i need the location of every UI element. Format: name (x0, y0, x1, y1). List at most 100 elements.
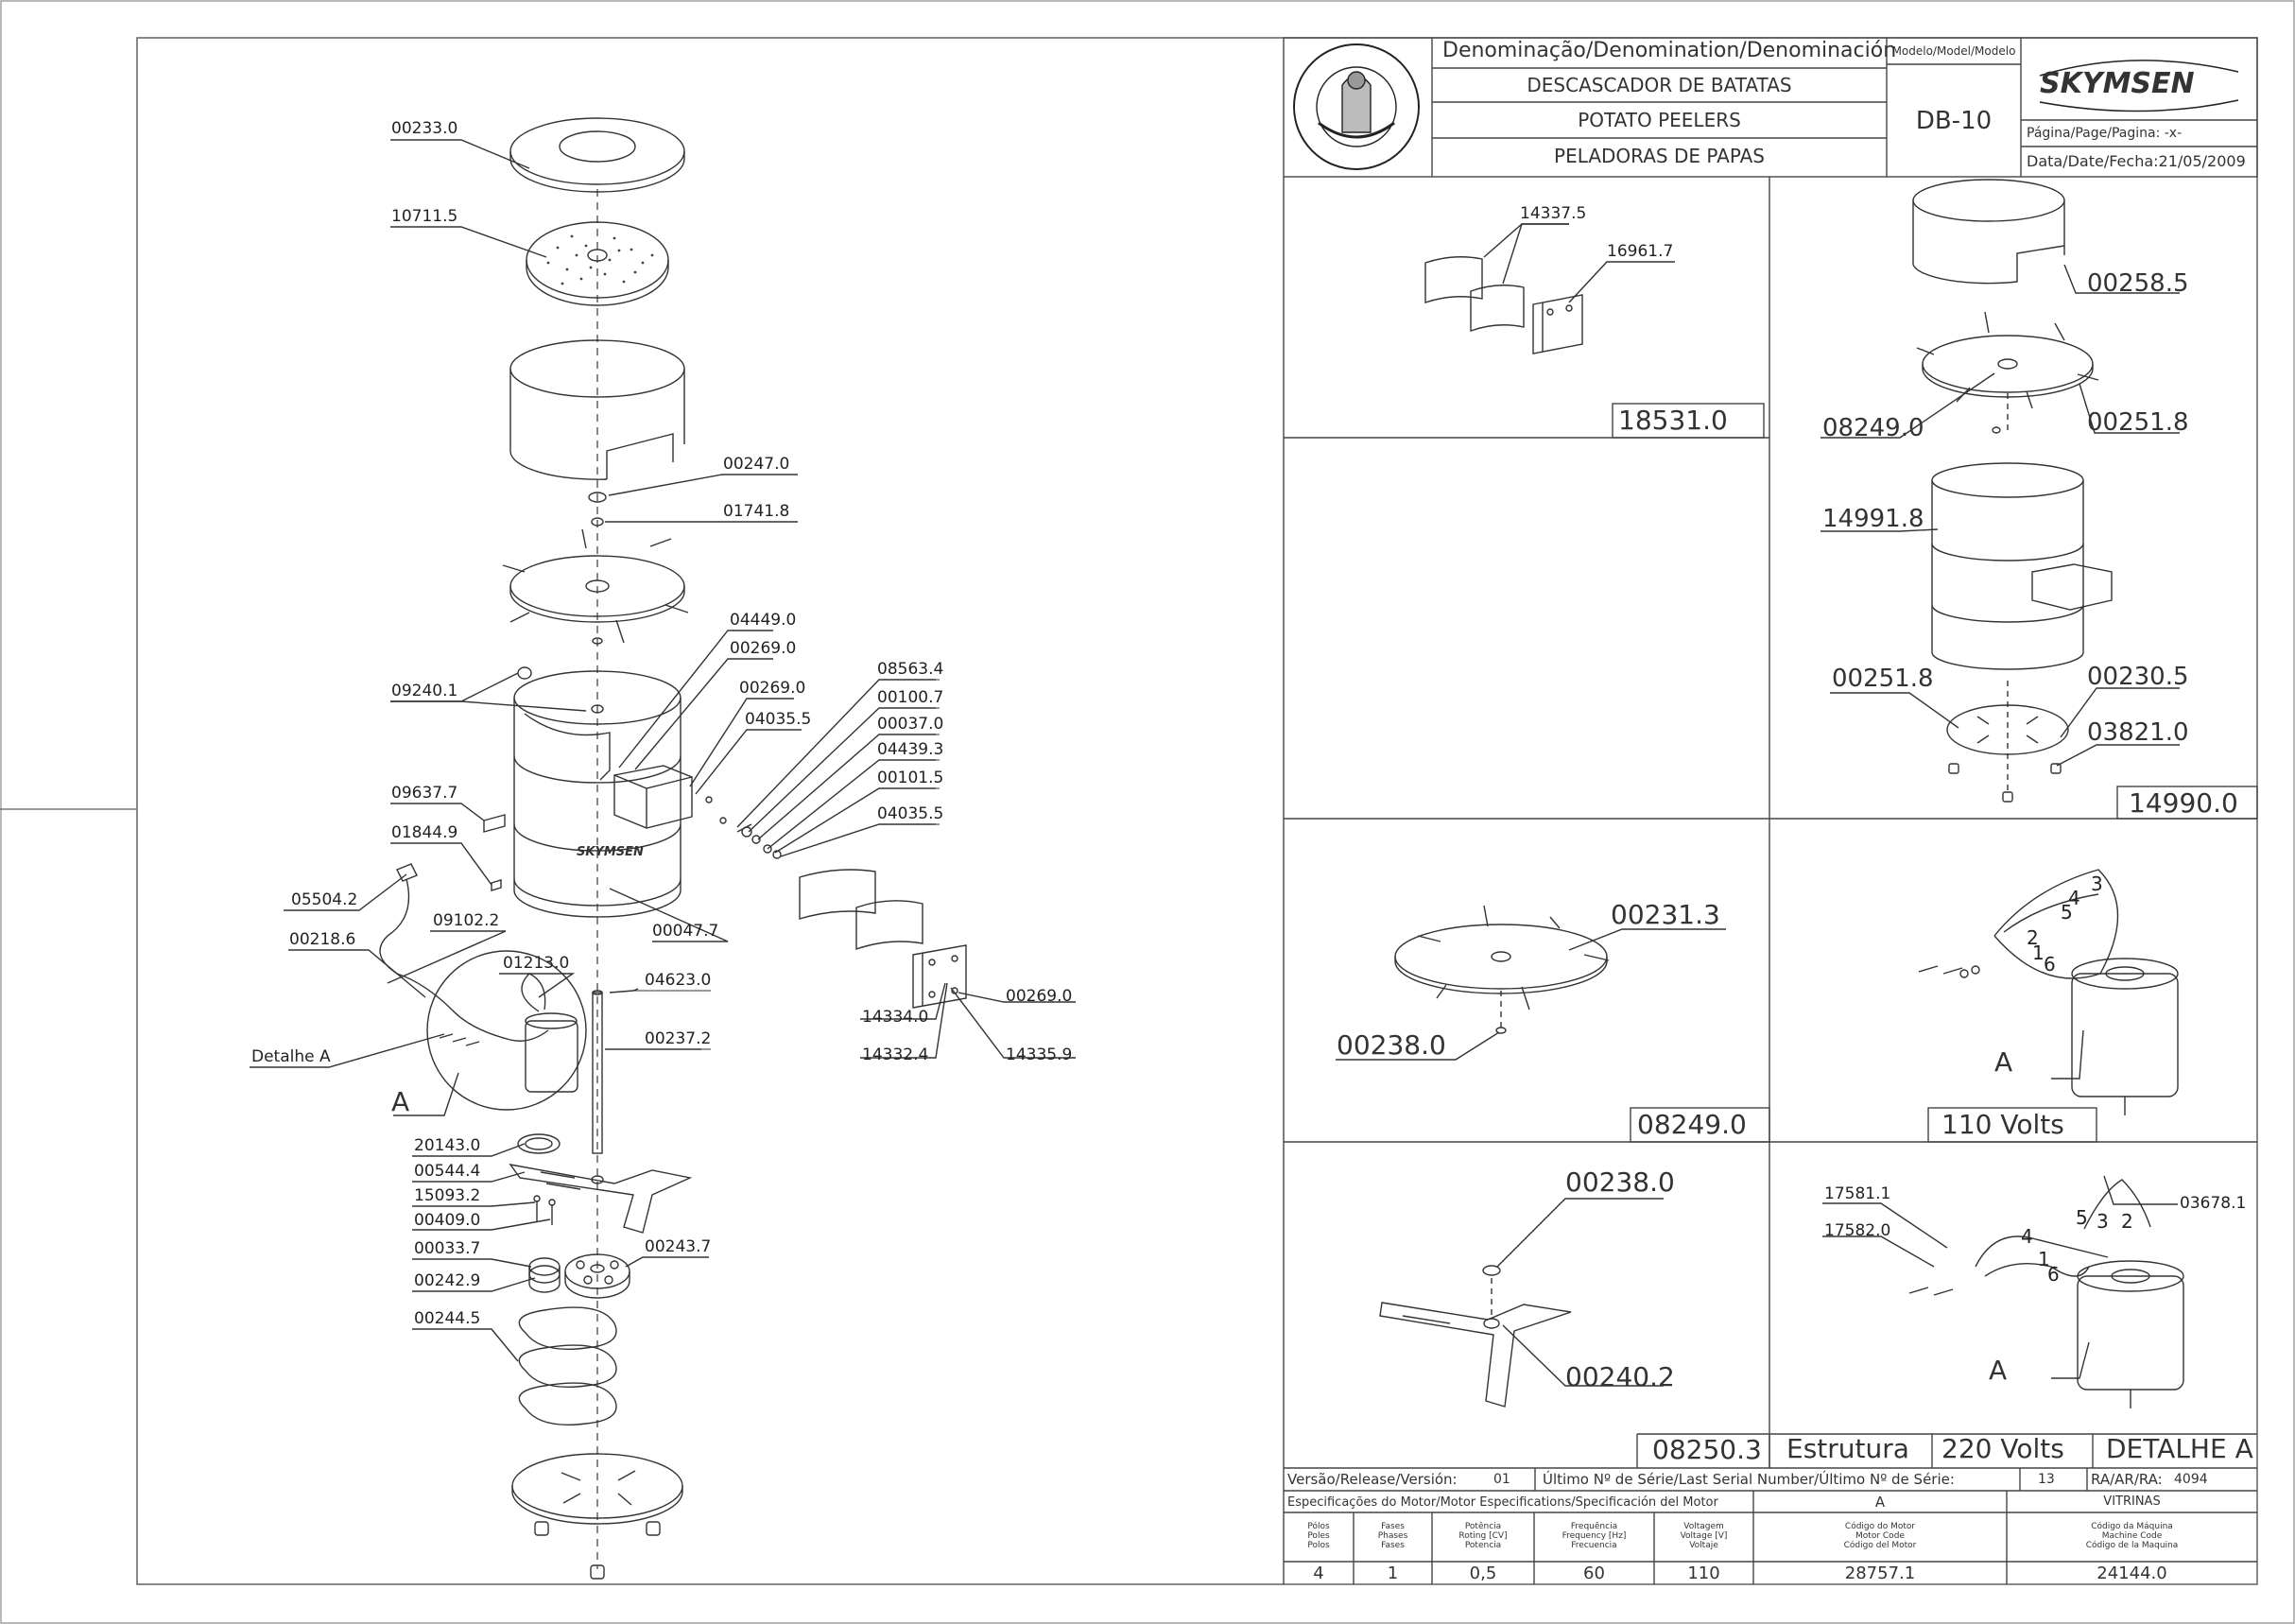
model-label: Modelo/Model/Modelo (1891, 44, 2016, 58)
part-label: 14334.0 (862, 1008, 929, 1027)
part-label: 00033.7 (414, 1239, 481, 1258)
part-label: 14337.5 (1520, 204, 1587, 223)
detail-letter: A (1989, 1355, 2008, 1386)
wire-number: 2 (2121, 1210, 2133, 1233)
part-label: 01213.0 (503, 954, 570, 973)
kit-code: 08249.0 (1637, 1109, 1747, 1140)
main-exploded-view: SKYMSEN (250, 117, 1076, 1580)
part-label: 00251.8 (1832, 665, 1934, 693)
wire-number: 4 (2021, 1225, 2033, 1248)
value-machine-code: 24144.0 (2097, 1564, 2167, 1583)
panel-08250 (1379, 1198, 1664, 1408)
release-label: Versão/Release/Versión: (1287, 1471, 1458, 1488)
model-value: DB-10 (1915, 107, 1993, 135)
part-label: 08249.0 (1822, 414, 1924, 442)
part-label: 17582.0 (1824, 1221, 1891, 1240)
part-label: 04449.0 (730, 611, 797, 630)
ra-label: RA/AR/RA: (2091, 1471, 2163, 1488)
column-a: A (1874, 1494, 1886, 1511)
part-label: 08563.4 (877, 660, 944, 679)
part-label: 00233.0 (391, 119, 458, 138)
header-motor-code: Código do Motor Motor Code Código del Mo… (1843, 1522, 1917, 1550)
voltage-label: 220 Volts (1941, 1433, 2064, 1464)
part-label: 09240.1 (391, 682, 458, 700)
part-label: 01741.8 (723, 502, 790, 521)
header-power: Potência Roting [CV] Potencia (1458, 1522, 1508, 1550)
part-label: 04439.3 (877, 740, 944, 759)
wire-number: 6 (2047, 1263, 2060, 1286)
label-underlines (250, 139, 1675, 1330)
wire-number: 3 (2097, 1210, 2109, 1233)
part-label: 00409.0 (414, 1211, 481, 1230)
part-label: 03678.1 (2180, 1194, 2247, 1213)
part-label: 14991.8 (1822, 505, 1924, 533)
detail-a-label: Detalhe A (251, 1047, 331, 1066)
wire-number: 5 (2076, 1206, 2088, 1229)
right-panels-frame (1283, 37, 2258, 1584)
part-label: 04035.5 (745, 710, 812, 729)
part-label: 00237.2 (645, 1029, 712, 1048)
detail-letter: A (1994, 1046, 2013, 1078)
part-label: 04623.0 (645, 971, 712, 990)
detail-label: DETALHE A (2106, 1433, 2253, 1464)
part-label: 00251.8 (2087, 408, 2189, 437)
panel-motor-110 (1918, 869, 2179, 1115)
value-power: 0,5 (1469, 1564, 1497, 1583)
part-label: 14335.9 (1006, 1045, 1073, 1064)
part-label: 00258.5 (2087, 269, 2189, 298)
part-label: 16961.7 (1607, 242, 1674, 261)
part-label: 00544.4 (414, 1162, 481, 1181)
column-vitrinas: VITRINAS (2103, 1494, 2161, 1509)
value-frequency: 60 (1583, 1564, 1605, 1583)
part-label: 05504.2 (291, 890, 358, 909)
date-label: Data/Date/Fecha:21/05/2009 (2027, 152, 2246, 170)
structure-label: Estrutura (1786, 1433, 1909, 1464)
part-label: 17581.1 (1824, 1184, 1891, 1203)
part-label: 00247.0 (723, 455, 790, 474)
part-label: 04035.5 (877, 804, 944, 823)
part-label: 00242.9 (414, 1271, 481, 1290)
part-label: 03821.0 (2087, 718, 2189, 747)
kit-code: 08250.3 (1652, 1434, 1762, 1465)
part-label: 00269.0 (730, 639, 797, 658)
header-machine-code: Código da Máquina Machine Code Código de… (2085, 1522, 2179, 1550)
part-label: 00101.5 (877, 769, 944, 787)
voltage-label: 110 Volts (1941, 1109, 2064, 1140)
motor-spec-title: Especificações do Motor/Motor Especifica… (1287, 1495, 1718, 1510)
part-label: 00269.0 (739, 679, 806, 698)
part-label: 15093.2 (414, 1186, 481, 1205)
brand-logo (2039, 60, 2239, 112)
value-phases: 1 (1387, 1564, 1399, 1583)
header-voltage: Voltagem Voltage [V] Voltaje (1680, 1522, 1728, 1550)
wire-number: 4 (2068, 887, 2080, 909)
wire-number: 2 (2027, 926, 2039, 949)
wire-number: 3 (2091, 872, 2103, 895)
wire-number: 6 (2044, 953, 2056, 976)
value-voltage: 110 (1687, 1564, 1720, 1583)
panel-motor-220 (1822, 1175, 2184, 1408)
denomination-label: Denominação/Denomination/Denominación (1442, 39, 1897, 62)
value-motor-code: 28757.1 (1844, 1564, 1916, 1583)
part-label: 00231.3 (1611, 899, 1720, 930)
part-label: 09637.7 (391, 784, 458, 803)
part-label: 00047.7 (652, 922, 719, 941)
authorized-seal-logo (1293, 43, 1420, 170)
wire-number: 1 (2032, 942, 2045, 964)
part-label: 00218.6 (289, 930, 356, 949)
serial-value: 13 (2038, 1472, 2055, 1487)
wire-number: 1 (2038, 1248, 2050, 1270)
wire-number: 5 (2061, 901, 2073, 924)
page-label: Página/Page/Pagina: -x- (2027, 126, 2183, 141)
serial-label: Último Nº de Série/Last Serial Number/Úl… (1543, 1471, 1955, 1488)
part-label: 00238.0 (1337, 1029, 1446, 1061)
part-label: 01844.9 (391, 823, 458, 842)
svg-text:SKYMSEN: SKYMSEN (577, 845, 644, 859)
name-pt: DESCASCADOR DE BATATAS (1527, 74, 1792, 96)
ra-value: 4094 (2174, 1472, 2208, 1487)
value-poles: 4 (1313, 1564, 1324, 1583)
name-es: PELADORAS DE PAPAS (1554, 145, 1765, 167)
header-poles: Pólos Poles Polos (1307, 1522, 1330, 1550)
brand-name: SKYMSEN (2040, 67, 2195, 100)
part-label: 00244.5 (414, 1309, 481, 1328)
